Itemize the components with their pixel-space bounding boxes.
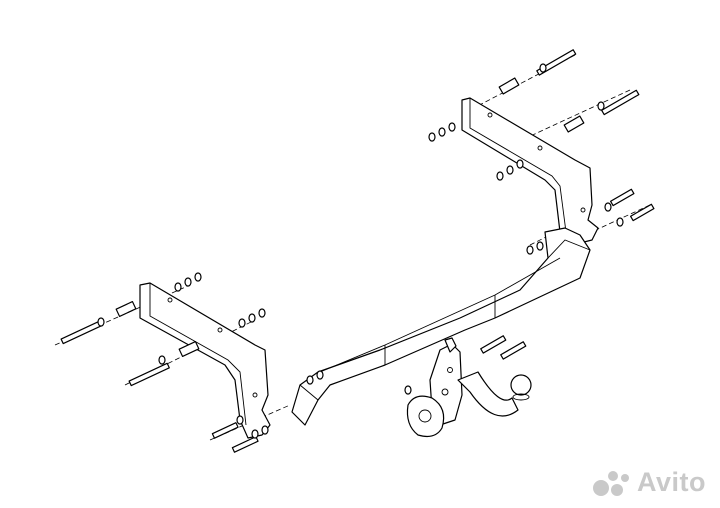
washers-and-nuts: [97, 63, 624, 439]
socket-plate: [406, 395, 445, 438]
tow-ball-arm: [457, 371, 532, 417]
avito-dots-logo-icon: [593, 470, 629, 496]
right-mounting-bracket: [461, 97, 599, 246]
avito-watermark: Avito: [591, 467, 706, 498]
watermark-brand-text: Avito: [637, 467, 706, 497]
spacer-tubes: [115, 77, 585, 358]
cross-beam: [291, 227, 591, 426]
